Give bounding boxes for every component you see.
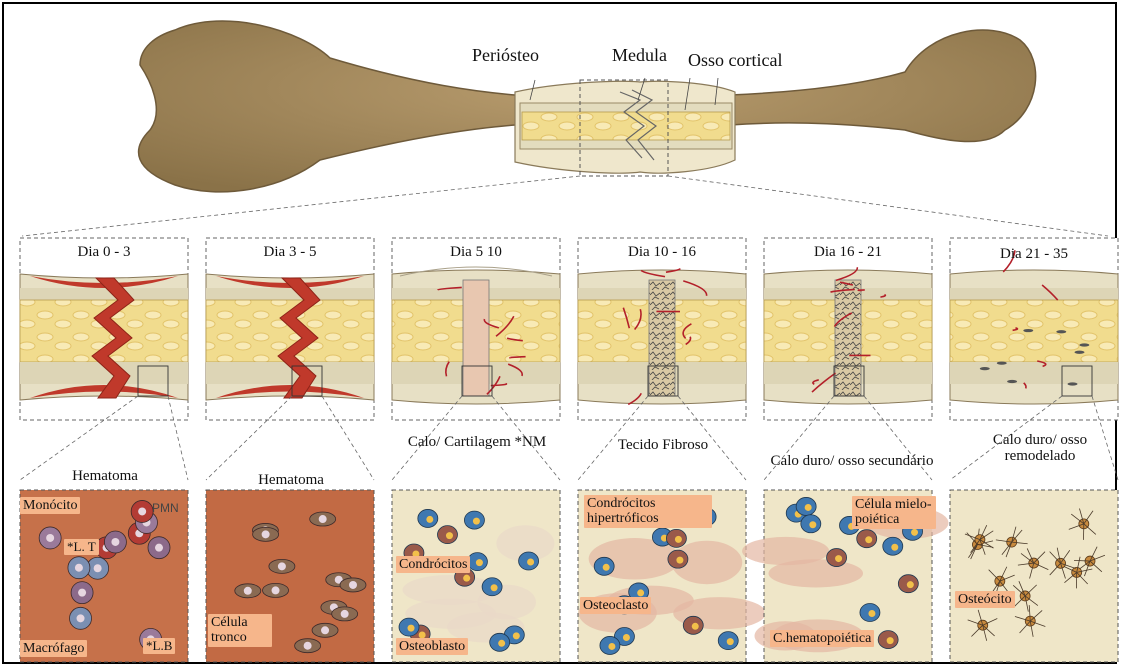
stage-panel-1 [20,238,188,480]
stage-4-day: Dia 10 - 16 [578,245,746,261]
osteoblast-tag: Osteoblasto [396,638,468,655]
periosteum-label: Periósteo [472,46,539,65]
osteoclast-tag: Osteoclasto [580,597,651,614]
t-lymphocyte-tag: *L. T [64,539,99,555]
stage-6-day: Dia 21 - 35 [950,247,1118,263]
stage-1-phase: Hematoma [17,469,193,485]
osteocyte-tag: Osteócito [955,591,1015,608]
stage-3-day: Dia 5 10 [392,245,560,261]
stem-cell-tag: Célula tronco [208,614,272,647]
hypertrophic-chondrocytes-tag: Condrócitos hipertróficos [584,495,712,528]
stage-panels [20,238,1118,480]
stage-panel-5 [764,238,932,480]
hematopoietic-cell-tag: C.hematopoiética [770,630,874,647]
macrophage-tag: Macrófago [20,640,87,657]
cell-panel-3 [392,490,560,662]
stage-4-phase: Tecido Fibroso [608,438,718,454]
medulla-label: Medula [612,46,667,65]
cell-panel-1 [20,490,188,662]
cell-detail-panels [20,490,1118,662]
stage-panel-2 [206,238,374,480]
stage-5-phase: Calo duro/ osso secundário [769,454,935,470]
stage-3-phase: Calo/ Cartilagem *NM [389,435,565,451]
myelopoietic-cell-tag: Célula mielo- poiética [852,496,936,529]
b-lymphocyte-tag: *L.B [143,638,175,654]
cell-panel-6 [950,490,1118,662]
stage-5-day: Dia 16 - 21 [764,245,932,261]
stage-1-day: Dia 0 - 3 [20,245,188,261]
monocyte-tag: Monócito [20,497,80,514]
chondrocytes-tag: Condrócitos [396,556,470,573]
stage-2-day: Dia 3 - 5 [206,245,374,261]
cortical-bone-label: Osso cortical [688,51,782,70]
stage-2-phase: Hematoma [203,473,379,489]
stage-6-phase: Calo duro/ osso remodelado [970,433,1110,465]
pmn-label: PMN [152,501,179,515]
fracture-zone-closeup [515,80,735,176]
